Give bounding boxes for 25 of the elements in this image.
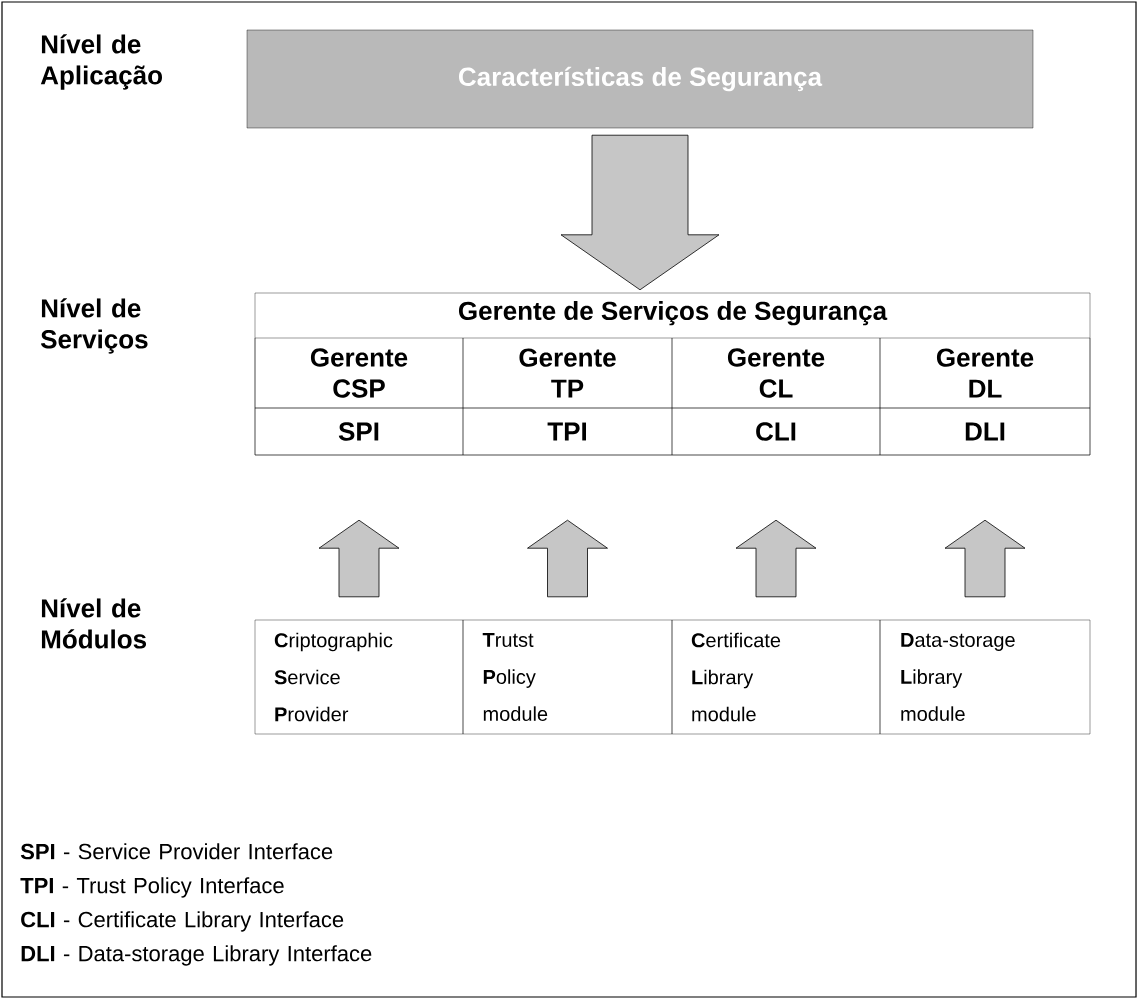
block-arrow [735,519,817,598]
manager-cell: Gerente CSP [254,337,464,409]
module-box: Trutst Policy module [462,619,673,735]
block-arrow [527,519,608,598]
level-label: Nível de Serviços [40,298,148,354]
interface-cell: TPI [462,407,673,456]
abbreviation-note: DLI - Data-storage Library Interface [21,945,372,966]
abbreviation-note: SPI - Service Provider Interface [20,843,333,860]
block-arrow [318,519,400,598]
module-box: Criptographic Service Provider [254,619,464,735]
block-arrow [560,134,720,291]
level-label: Nível de Módulos [41,598,146,649]
abbreviation-note: TPI - Trust Policy Interface [20,877,284,898]
module-box: Data-storage Library module [879,619,1091,735]
abbreviation-note: CLI - Certificate Library Interface [21,911,344,932]
manager-cell: Gerente TP [462,337,673,409]
banner-box: Características de Segurança [246,29,1034,129]
interface-cell: SPI [254,407,464,456]
block-arrow [944,519,1026,598]
interface-cell: CLI [671,407,881,456]
manager-cell: Gerente CL [671,337,881,409]
manager-cell: Gerente DL [879,337,1091,409]
level-label: Nível de Aplicação [40,34,162,90]
module-box: Certificate Library module [671,619,881,735]
interface-cell: DLI [879,407,1091,456]
